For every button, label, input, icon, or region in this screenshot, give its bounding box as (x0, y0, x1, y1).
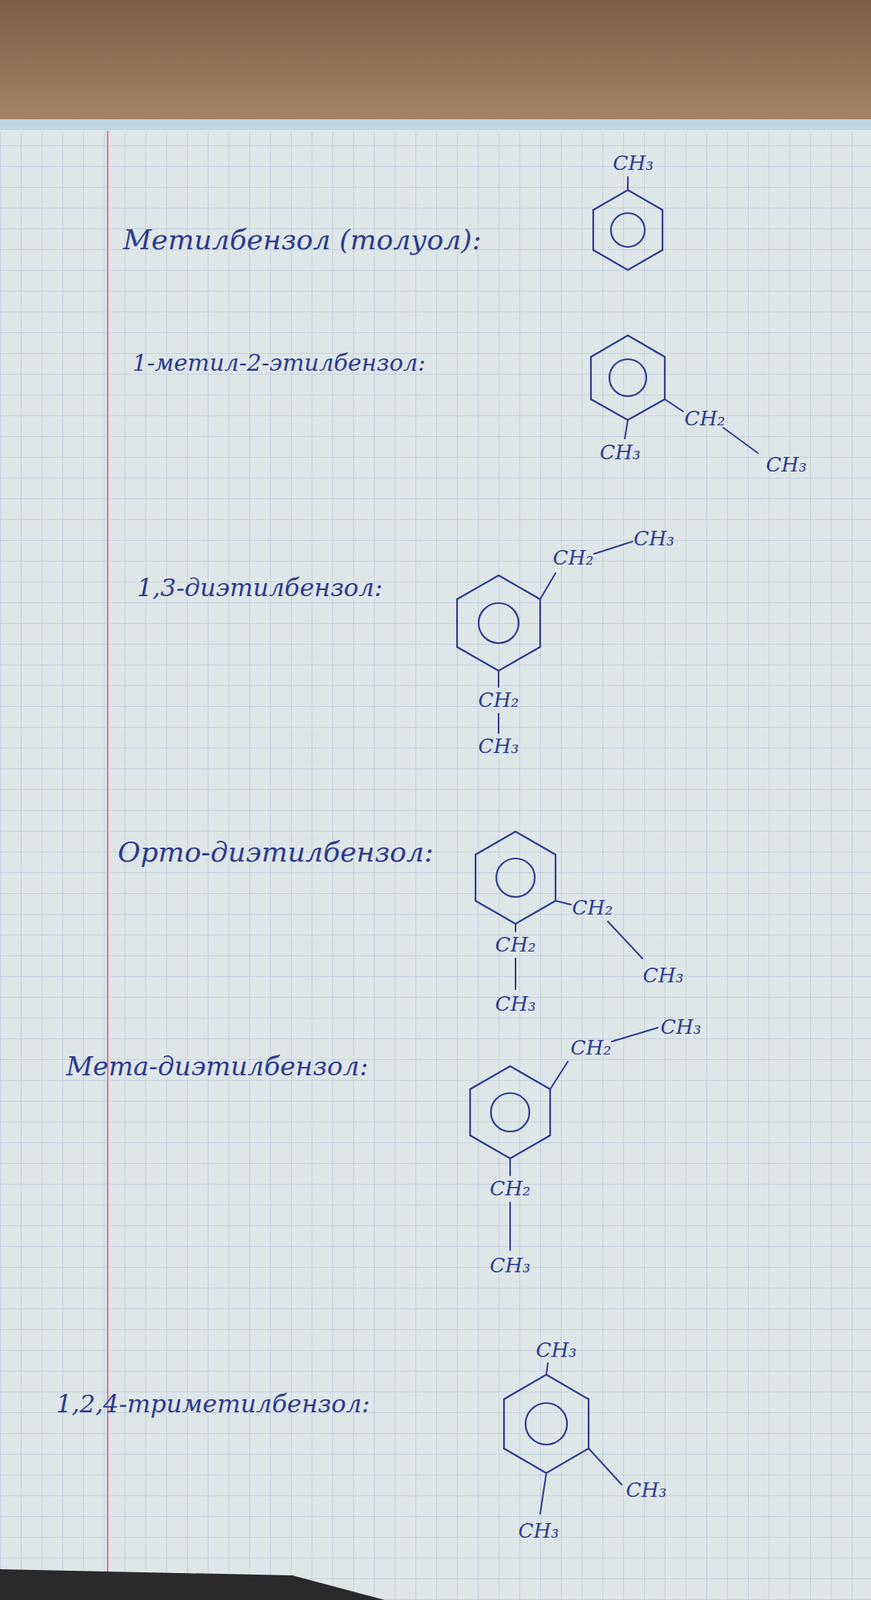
table-surface (0, 0, 871, 127)
aromatic-circle (610, 213, 645, 247)
bonds (498, 176, 758, 1515)
compound-name: Орто-диэтилбензол: (117, 837, 434, 868)
bond (540, 1473, 547, 1515)
aromatic-circle (609, 359, 647, 397)
bond (607, 921, 643, 959)
group-formula: CH₂ (572, 897, 614, 920)
bond (509, 1158, 511, 1176)
benzene-ring (457, 575, 541, 671)
bond (509, 1202, 511, 1251)
compound-name: 1-метил-2-этилбензол: (132, 350, 426, 376)
bond (664, 399, 684, 412)
bond (497, 714, 500, 734)
benzene-ring (470, 1066, 551, 1159)
benzene-ring (503, 1374, 589, 1474)
bond (627, 176, 629, 191)
grid (0, 132, 871, 1600)
group-formula: CH₃ (613, 152, 655, 175)
group-formula: CH₃ (518, 1520, 560, 1543)
group-formula: CH₃ (626, 1479, 668, 1502)
compound-name: Метилбензол (толуол): (123, 224, 482, 256)
bond (514, 924, 517, 932)
bond (546, 1363, 548, 1375)
group-formula: CH₃ (536, 1339, 578, 1362)
group-formula: CH₂ (478, 689, 520, 712)
benzene-ring (593, 190, 663, 271)
group-formula: CH₃ (600, 441, 641, 464)
aromatic-circle (478, 603, 519, 644)
bond (611, 1027, 658, 1042)
paper (0, 119, 871, 1600)
bond (497, 670, 500, 688)
group-formula: CH₃ (478, 735, 520, 758)
margin-line (106, 130, 109, 1600)
group-formula: CH₃ (495, 993, 537, 1016)
bond (624, 420, 628, 439)
group-formula: CH₃ (634, 527, 675, 551)
benzene-ring (475, 831, 556, 925)
compound-name: 1,2,4-триметилбензол: (56, 1391, 371, 1419)
bond (540, 573, 556, 600)
bond (723, 427, 758, 454)
bond (594, 541, 633, 554)
aromatic-circle (490, 1093, 530, 1132)
group-formula: CH₃ (490, 1254, 531, 1278)
benzene-ring (590, 335, 665, 421)
group-formula: CH₃ (766, 453, 808, 477)
benzene-rings (457, 190, 665, 1474)
group-formula: CH₂ (553, 547, 595, 570)
shadow-corner (0, 1569, 385, 1600)
group-formula: CH₂ (490, 1178, 531, 1201)
compound-name: Мета-диэтилбензол: (66, 1052, 369, 1082)
group-formula: CH₃ (660, 1016, 702, 1039)
bond (550, 1061, 568, 1090)
bond (514, 958, 517, 990)
compound-name: 1,3-диэтилбензол: (136, 574, 383, 602)
bond (588, 1448, 622, 1486)
group-formula: CH₃ (643, 964, 685, 988)
paper-edge (0, 119, 871, 131)
aromatic-circle (525, 1403, 568, 1445)
aromatic-circle (496, 858, 535, 898)
group-formula: CH₂ (570, 1037, 612, 1060)
bond (555, 901, 571, 905)
group-formula: CH₂ (495, 934, 537, 957)
group-formula: CH₂ (684, 407, 726, 431)
